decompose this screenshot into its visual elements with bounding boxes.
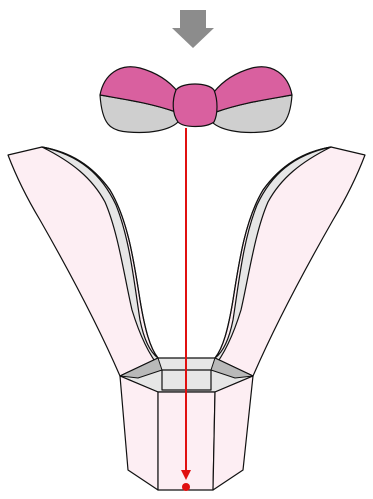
down-arrow-icon — [172, 10, 214, 48]
box-body-left — [120, 376, 158, 490]
target-point-dot — [182, 483, 190, 491]
down-arrow-shape — [172, 10, 214, 48]
bow-knot — [173, 84, 217, 127]
ribbon-bow-icon — [100, 67, 292, 133]
box-body-right — [213, 376, 253, 490]
left-flap-outer — [8, 147, 158, 376]
right-flap-outer — [215, 147, 365, 376]
